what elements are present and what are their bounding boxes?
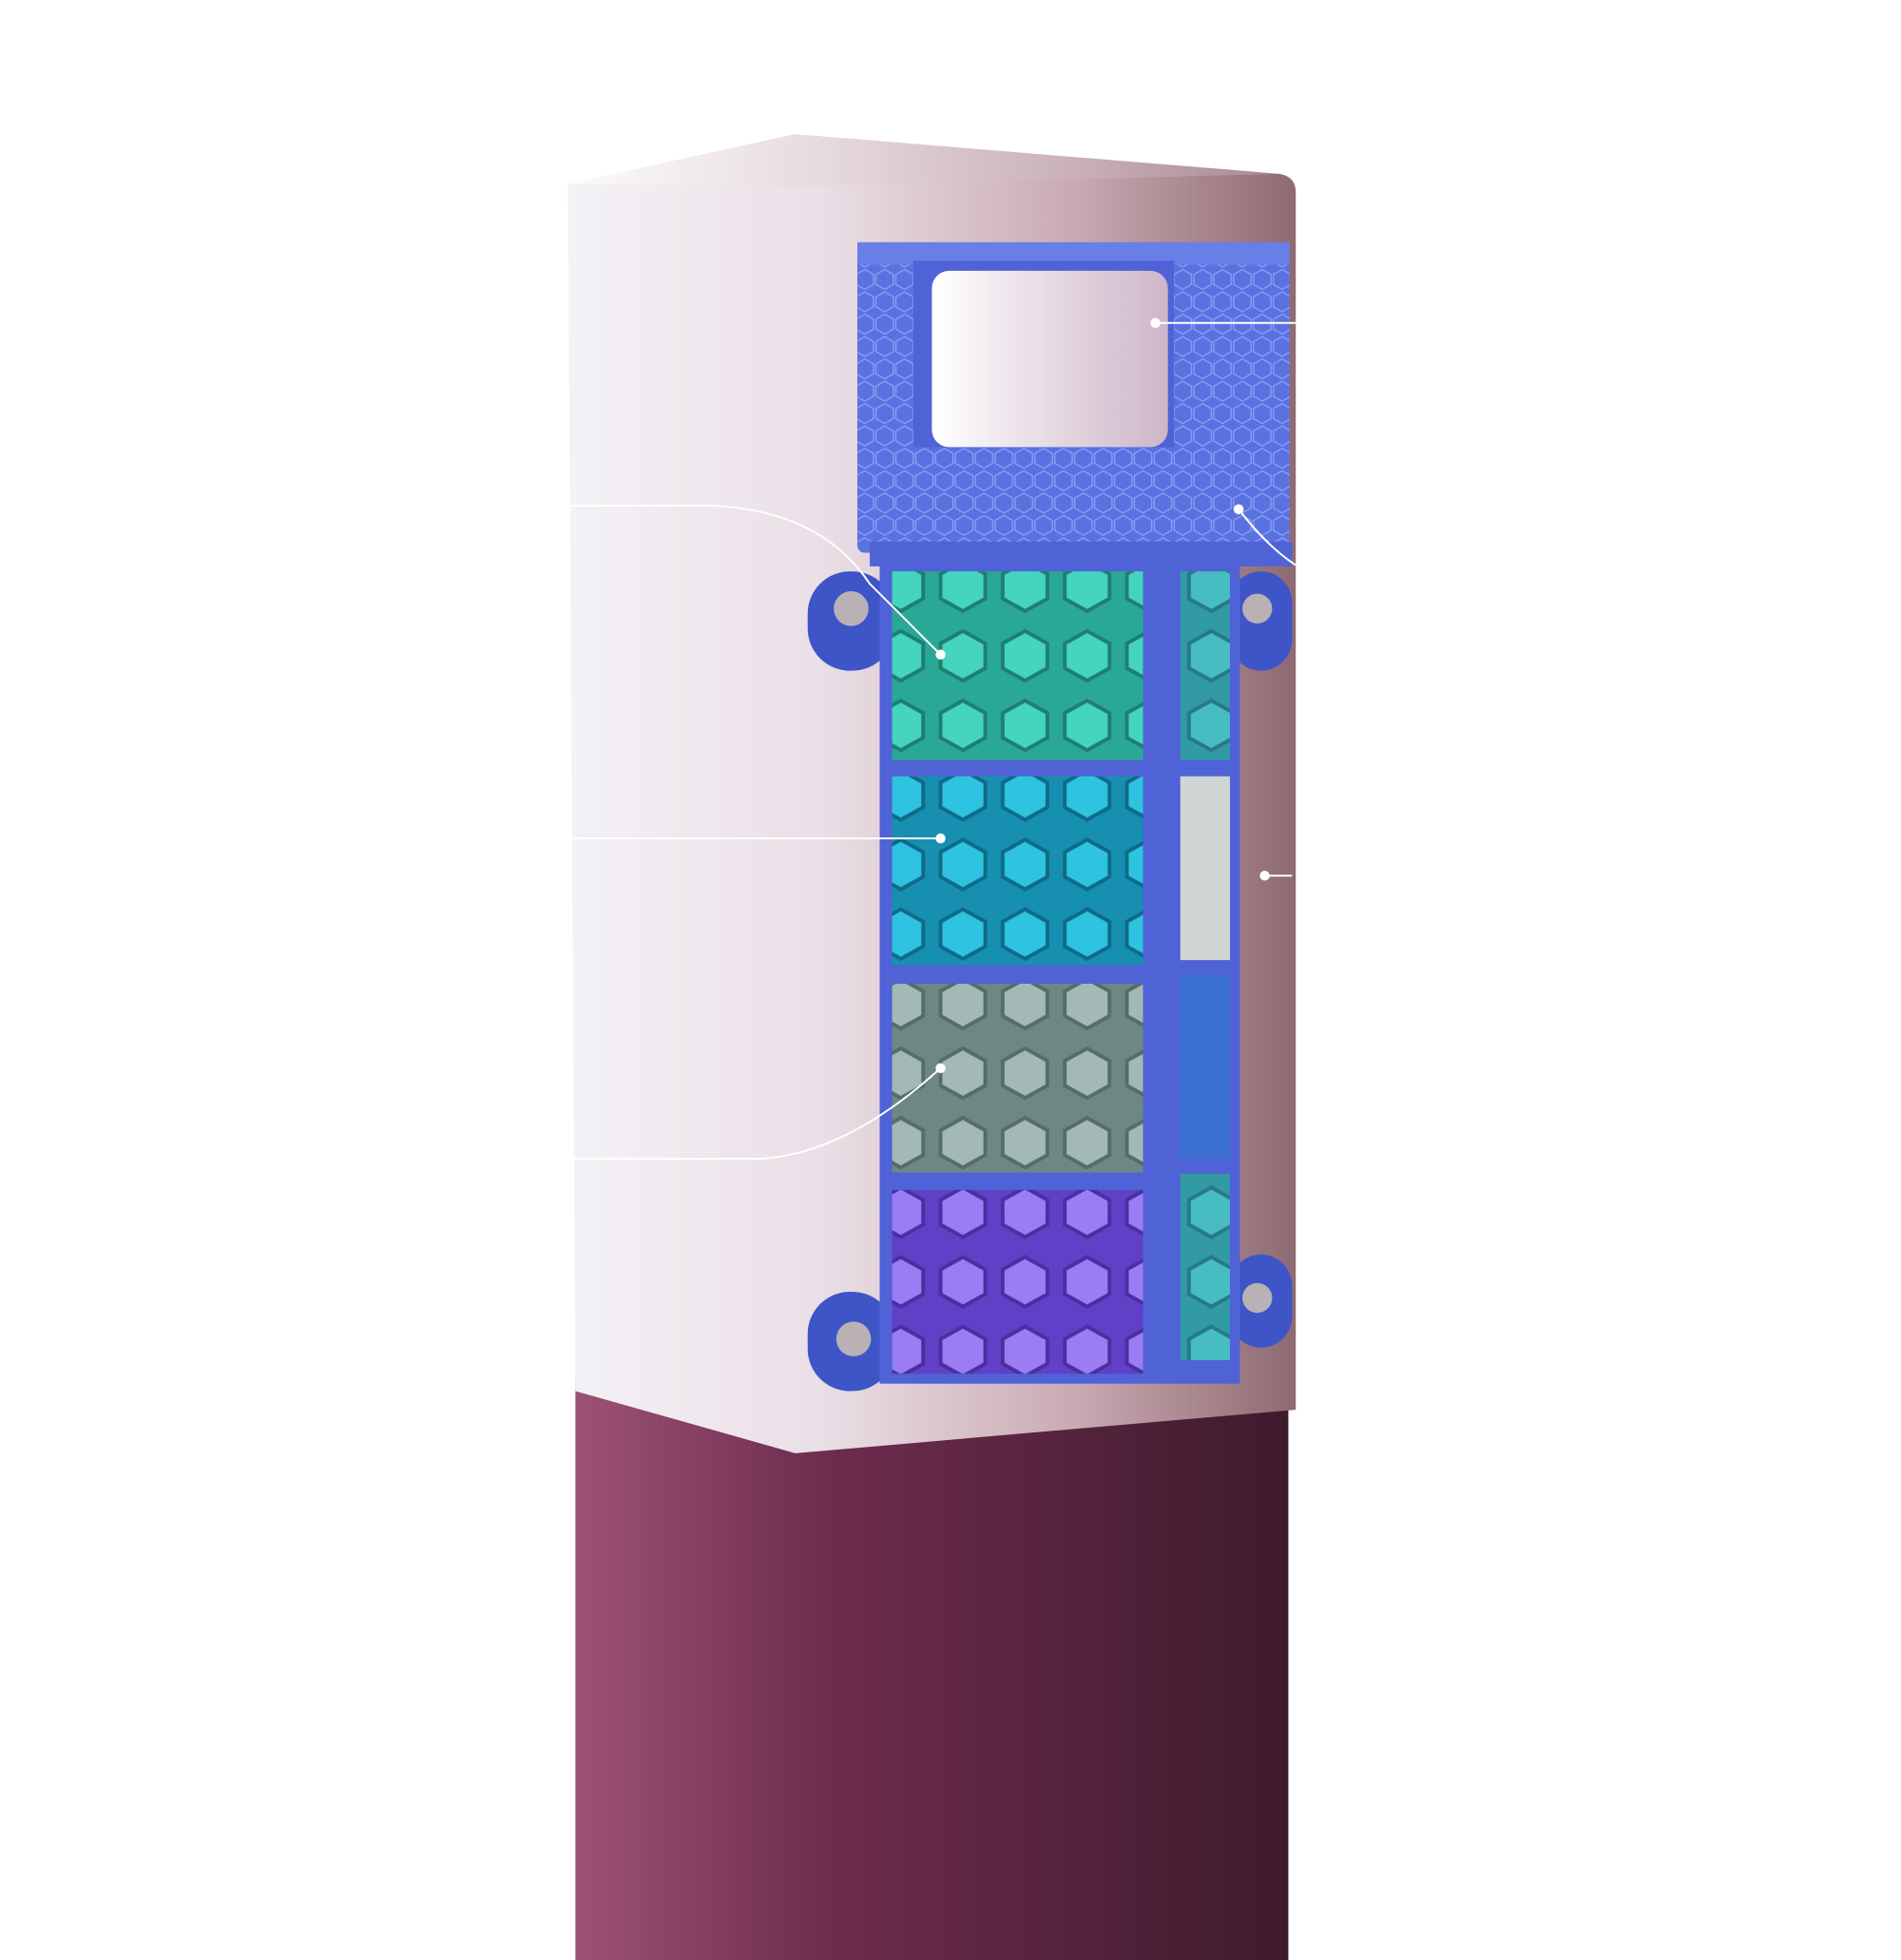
filter-stage-3 [892,983,1143,1173]
filter-stage-2 [892,776,1143,966]
callout-line-stage-1 [567,504,942,656]
screw-icon [807,571,895,671]
housing-top-edge [567,134,1280,187]
callout-line-stage-3 [567,1067,942,1161]
filter-column [879,561,1240,1384]
screw-icon [1230,1254,1293,1348]
filter-stage-1 [892,571,1143,760]
filter-stage-4 [892,1189,1143,1374]
callout-dots [935,317,1270,1074]
base-pillar [575,1378,1289,1960]
callout-line-chamber [1238,509,1296,567]
screw-icon [807,1291,895,1392]
mounting-tabs [807,571,1293,1392]
cap-element [931,270,1168,448]
screw-icon [1230,571,1293,671]
top-chamber [856,241,1293,567]
callout-lines [567,321,1296,1161]
